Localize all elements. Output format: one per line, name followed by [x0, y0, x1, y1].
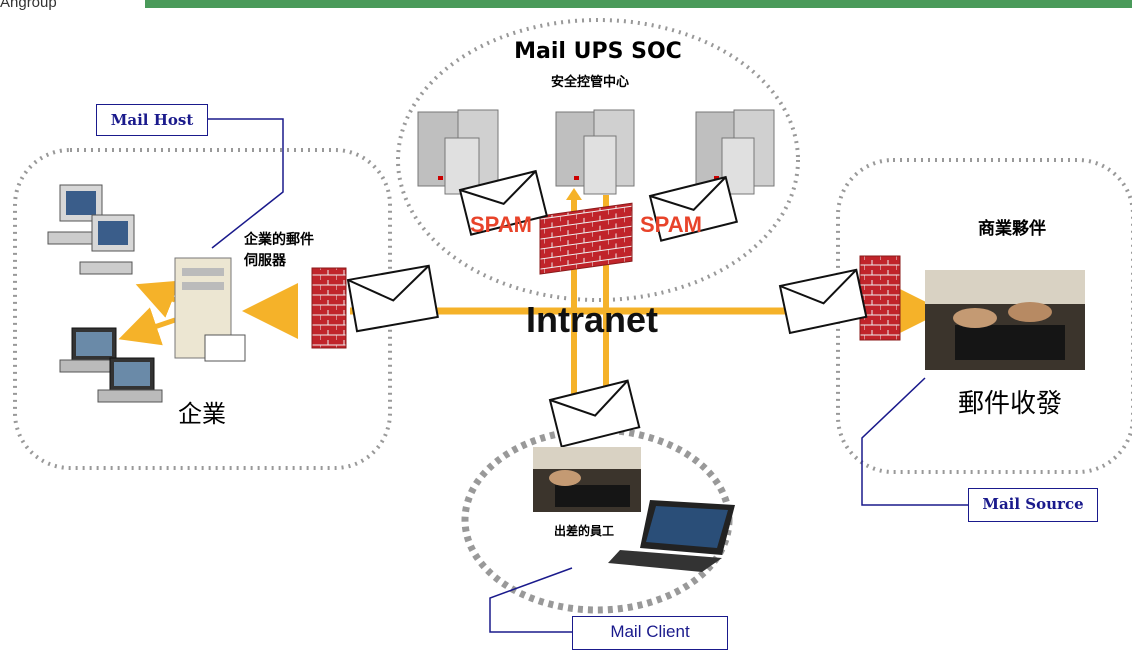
- firewall-soc: [539, 202, 633, 275]
- partner-title: 商業夥伴: [978, 218, 1046, 239]
- mail-client-connector: [489, 567, 573, 633]
- soc-server-right: [695, 109, 775, 195]
- mail-host-connector: [208, 118, 284, 249]
- soc-title: Mail UPS SOC: [514, 39, 682, 64]
- employee-label: 出差的員工: [554, 523, 614, 538]
- soc-zone: [396, 18, 800, 302]
- mail-host-callout: Mail Host: [96, 104, 208, 136]
- partner-zone-label: 郵件收發: [958, 389, 1062, 419]
- soc-server-left: [417, 109, 499, 195]
- arrowhead-up: [566, 188, 582, 200]
- envelope-spam-right: [648, 175, 739, 242]
- brand-label: Angroup: [0, 0, 57, 11]
- soc-server-middle: [555, 109, 635, 195]
- mail-source-callout: Mail Source: [968, 488, 1098, 522]
- desktop-computers: [47, 184, 135, 275]
- enterprise-mail-server: [174, 257, 246, 362]
- enterprise-zone-label: 企業: [178, 400, 226, 428]
- spam-label-left: SPAM: [470, 212, 532, 237]
- firewall-partner: [859, 255, 901, 341]
- mail-source-connector: [861, 377, 968, 506]
- arrow-to-laptop: [118, 307, 176, 346]
- firewall-enterprise: [311, 267, 347, 349]
- employee-laptop: [608, 500, 735, 572]
- envelope-spam-left: [458, 169, 549, 236]
- envelope-enterprise: [346, 264, 439, 333]
- employee-typing-photo: [533, 447, 641, 512]
- intranet-label: Intranet: [526, 299, 658, 340]
- mail-client-callout: Mail Client: [572, 616, 728, 650]
- arrow-to-desktop: [135, 280, 181, 318]
- envelope-partner: [778, 268, 868, 335]
- envelope-client: [548, 379, 641, 448]
- server-label-line2: 伺服器: [243, 252, 287, 269]
- soc-subtitle: 安全控管中心: [551, 74, 629, 90]
- server-label-line1: 企業的郵件: [243, 231, 314, 248]
- laptop-computers: [59, 327, 163, 403]
- top-bar: [145, 0, 1132, 8]
- spam-label-right: SPAM: [640, 212, 702, 237]
- partner-typing-photo: [925, 270, 1085, 370]
